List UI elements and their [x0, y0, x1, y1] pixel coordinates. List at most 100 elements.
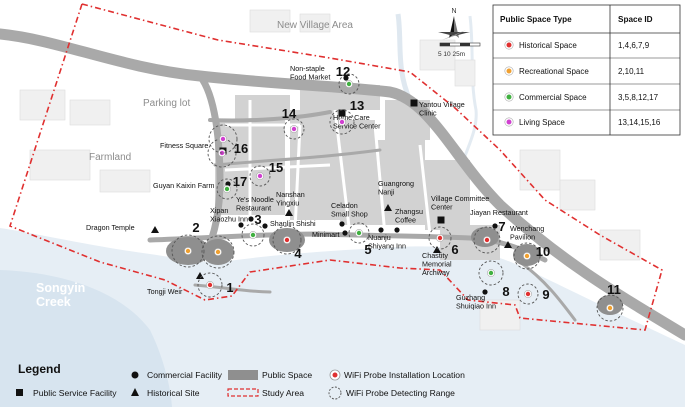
svg-text:5 10 25m: 5 10 25m	[438, 51, 465, 58]
place-label: Guzhang	[456, 293, 485, 302]
space-id-label: 9	[542, 287, 549, 302]
detecting-range-icon	[328, 386, 342, 400]
table-cell-ids: 2,10,11	[618, 67, 645, 76]
songyin-creek	[0, 228, 685, 407]
commercial-facility-icon	[394, 227, 400, 233]
table-cell-type: Historical Space	[519, 41, 577, 50]
space-12: 12	[336, 64, 360, 95]
detecting-range-circle	[272, 225, 302, 255]
place-label: Clinic	[419, 109, 437, 118]
table-cell-ids: 1,4,6,7,9	[618, 41, 650, 50]
historical-site-icon	[196, 272, 204, 279]
table-cell-ids: 3,5,8,12,17	[618, 93, 659, 102]
historical-site-icon	[285, 209, 293, 216]
space-11: 11	[596, 282, 624, 322]
public-service-facility-icon	[338, 109, 346, 117]
scale-bar: 5 10 25m	[438, 42, 481, 58]
place-label: Guyan Kaixin Farm	[153, 181, 215, 190]
commercial-facility-icon	[378, 227, 384, 233]
svg-text:Public Space: Public Space	[262, 370, 312, 380]
space-id-label: 2	[192, 220, 199, 235]
table-header-type: Public Space Type	[500, 15, 572, 24]
space-17: 17	[216, 174, 247, 200]
place-label: Shuiqiao Inn	[456, 302, 496, 311]
place-label: Small Shop	[331, 210, 368, 219]
commercial-facility-icon	[343, 75, 349, 81]
north-arrow-icon: N	[438, 8, 470, 40]
public-service-facility-icon	[16, 389, 23, 396]
place-label: Ye's Noodle	[236, 195, 274, 204]
place-label: Jiayan Restaurant	[470, 208, 528, 217]
commercial-facility-icon	[339, 221, 345, 227]
space-16: 16	[207, 124, 248, 168]
place-11: Minimart	[312, 230, 348, 239]
place-label: Yantou Village	[419, 100, 465, 109]
detecting-range-circle	[348, 222, 370, 244]
detecting-range-circle	[513, 242, 541, 270]
place-label: Fitness Square	[160, 141, 208, 150]
place-label: Dragon Temple	[86, 223, 135, 232]
svg-text:Public Service Facility: Public Service Facility	[33, 388, 117, 398]
table-cell-type: Recreational Space	[519, 67, 589, 76]
place-label: Yingxiu	[276, 199, 299, 208]
detecting-range-circle	[216, 178, 238, 200]
space-6: 6	[428, 226, 459, 257]
detecting-range-circle	[596, 294, 624, 322]
detecting-range-circle	[428, 226, 452, 250]
space-id-label: 6	[451, 242, 458, 257]
legend-title: Legend	[18, 362, 61, 376]
detecting-range-circle	[478, 260, 504, 286]
place-17: Jiayan Restaurant	[470, 208, 528, 229]
area-label-parking-lot: Parking lot	[143, 98, 190, 109]
place-label: Xiaozhu Inn	[210, 215, 248, 224]
space-id-label: 5	[364, 242, 371, 257]
place-label: Celadon	[331, 201, 358, 210]
space-id-label: 11	[607, 282, 621, 297]
place-label: Restaurant	[236, 204, 271, 213]
place-label: Wenchang	[510, 224, 544, 233]
table-header-id: Space ID	[618, 15, 653, 24]
legend: Legend Commercial Facility Public Space …	[16, 362, 465, 400]
space-13: 13	[329, 98, 364, 135]
place-label: Center	[431, 203, 453, 212]
place-8: Shanlin Shishi	[262, 219, 316, 229]
place-9: Dragon Temple	[86, 223, 159, 233]
detecting-range-circle	[517, 283, 539, 305]
commercial-facility-icon	[342, 230, 348, 236]
place-label: Nanji	[378, 188, 395, 197]
svg-text:Historical Site: Historical Site	[147, 388, 200, 398]
table-cell-type: Commercial Space	[519, 93, 587, 102]
space-id-label: 3	[254, 212, 261, 227]
space-10: 10	[513, 242, 550, 270]
table-cell-type: Living Space	[519, 118, 565, 127]
detecting-range-circle	[171, 234, 205, 268]
place-label: Xipan	[210, 206, 228, 215]
svg-text:WiFi Probe Installation Locati: WiFi Probe Installation Location	[344, 370, 465, 380]
detecting-range-circle	[207, 138, 237, 168]
place-label: Food Market	[290, 73, 330, 82]
place-label: Shanlin Shishi	[270, 219, 316, 228]
table-cell-ids: 13,14,15,16	[618, 118, 661, 127]
place-label: Guangrong	[378, 179, 414, 188]
place-label: Service Center	[333, 122, 381, 131]
main-road	[0, 28, 685, 341]
commercial-facility-icon	[482, 289, 488, 295]
space-3: 3	[241, 212, 265, 247]
detecting-range-circle	[201, 235, 235, 269]
space-15: 15	[249, 160, 283, 187]
area-label-new-village: New Village Area	[277, 20, 353, 31]
